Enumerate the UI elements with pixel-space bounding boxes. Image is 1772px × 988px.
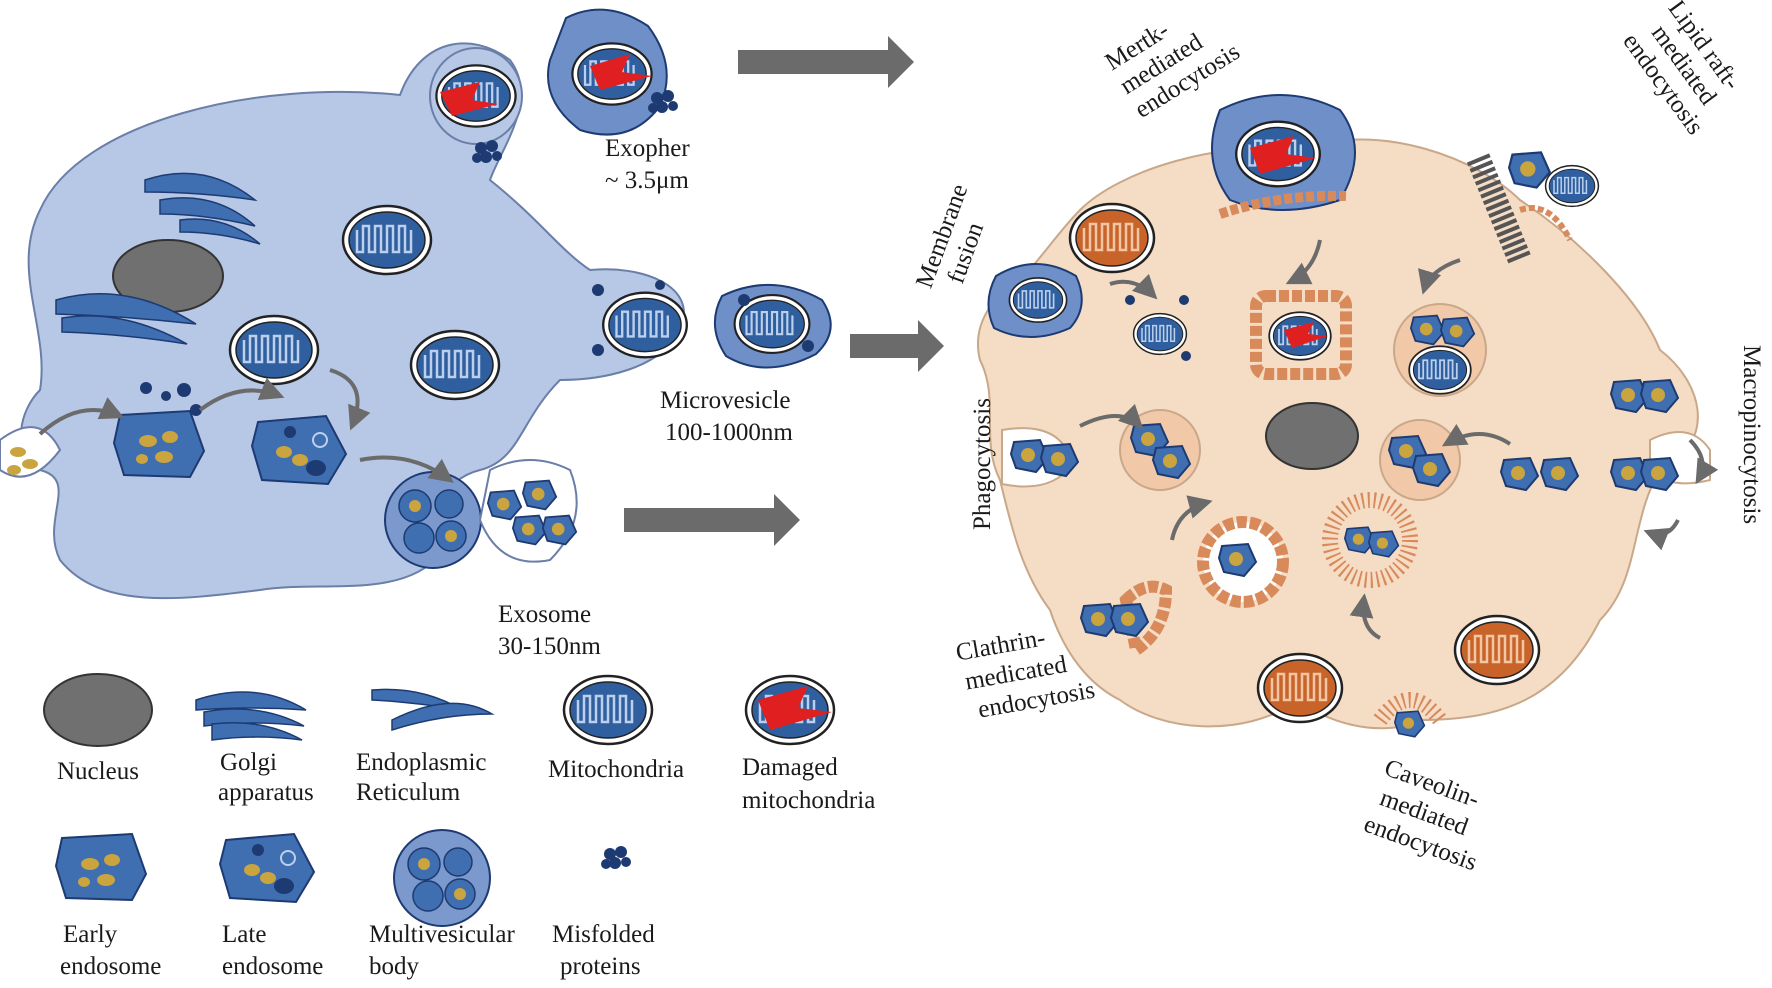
recipient-mitochondrion-3 bbox=[1256, 652, 1344, 724]
small-vesicles bbox=[140, 382, 202, 416]
legend-mitochondria-label: Mitochondria bbox=[548, 756, 684, 783]
macropinocytosis-uptake bbox=[1379, 379, 1711, 501]
macropinocytosis-label: Macropinocytosis bbox=[1738, 345, 1765, 524]
microvesicle-size-label: 100-1000nm bbox=[665, 419, 793, 446]
exosome-transfer-arrow bbox=[624, 494, 800, 546]
legend-late-label-line2: endosome bbox=[222, 953, 323, 980]
microvesicle-transfer-arrow bbox=[850, 320, 944, 372]
recipient-mitochondrion-1 bbox=[1068, 202, 1156, 274]
caveolin-uptake bbox=[1322, 492, 1447, 738]
donor-early-endosome bbox=[113, 410, 205, 478]
lipid-raft-uptake bbox=[1466, 151, 1600, 265]
legend-mvb-label-line1: Multivesicular bbox=[369, 921, 515, 948]
exopher-transfer-arrow bbox=[738, 36, 914, 88]
clathrin-uptake bbox=[1080, 516, 1289, 660]
legend-misfolded-label-line1: Misfolded bbox=[552, 921, 655, 948]
microvesicle-label: Microvesicle bbox=[660, 387, 791, 414]
legend-er-icon bbox=[371, 688, 495, 732]
legend-early-label-line1: Early bbox=[63, 921, 118, 948]
legend-golgi-icon bbox=[195, 691, 307, 741]
endocytosis-inlet bbox=[0, 426, 62, 478]
legend-early-label-line2: endosome bbox=[60, 953, 161, 980]
phagocytosis-uptake bbox=[1001, 409, 1201, 491]
donor-mitochondrion-3 bbox=[409, 329, 501, 401]
legend-golgi-label-line1: Golgi bbox=[220, 749, 277, 776]
lipid-raft-endosome bbox=[1393, 303, 1487, 397]
released-microvesicle bbox=[713, 283, 832, 369]
exosome-release bbox=[478, 459, 578, 563]
recipient-mitochondrion-2 bbox=[1453, 614, 1541, 686]
donor-mvb bbox=[384, 471, 482, 569]
legend-damaged-label-line1: Damaged bbox=[742, 754, 838, 781]
legend-mvb-icon bbox=[393, 829, 491, 927]
legend-nucleus-label: Nucleus bbox=[57, 758, 139, 785]
recipient-nucleus-shape bbox=[1265, 402, 1359, 470]
legend-golgi-label-line2: apparatus bbox=[218, 779, 314, 806]
legend-nucleus-icon bbox=[43, 673, 153, 747]
exosome-size-label: 30-150nm bbox=[498, 633, 601, 660]
legend-late-endosome-icon bbox=[219, 833, 315, 903]
legend-damaged-label-line2: mitochondria bbox=[742, 787, 875, 814]
legend-er-label-line2: Reticulum bbox=[356, 779, 461, 806]
clathrin-coated-mitochondria bbox=[1250, 290, 1352, 380]
exopher-label: Exopher bbox=[605, 135, 690, 162]
transfer-arrows bbox=[624, 36, 944, 546]
donor-mitochondrion-2 bbox=[228, 314, 320, 386]
donor-golgi bbox=[55, 172, 261, 345]
exopher-size-label: ~ 3.5μm bbox=[605, 167, 689, 194]
legend-mitochondria-icon bbox=[562, 674, 654, 746]
uptake-arrows bbox=[1079, 239, 1719, 640]
donor-late-endosome bbox=[251, 415, 347, 485]
donor-mitochondrion-1 bbox=[341, 204, 433, 276]
legend-mvb-label-line2: body bbox=[369, 953, 420, 980]
legend-misfolded-icon bbox=[601, 846, 631, 869]
legend-er-label-line1: Endoplasmic bbox=[356, 749, 487, 776]
legend-late-label-line1: Late bbox=[222, 921, 266, 948]
legend-misfolded-label-line2: proteins bbox=[560, 953, 641, 980]
legend-damaged-mitochondria-icon bbox=[744, 674, 836, 746]
exopher-budding bbox=[429, 47, 523, 163]
phagocytosis-label: Phagocytosis bbox=[969, 398, 996, 530]
legend-early-endosome-icon bbox=[55, 833, 147, 901]
microvesicle-budding bbox=[592, 280, 688, 359]
released-exopher bbox=[547, 8, 678, 136]
mertk-uptake bbox=[1211, 94, 1356, 219]
exosome-label: Exosome bbox=[498, 601, 591, 628]
membrane-fusion-vesicle bbox=[987, 263, 1191, 361]
pathway-arrows bbox=[38, 368, 454, 483]
